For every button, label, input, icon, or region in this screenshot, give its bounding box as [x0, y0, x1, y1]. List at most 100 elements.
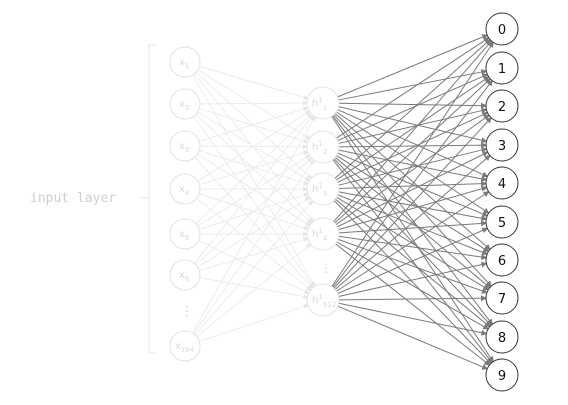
edge-input-3-hidden-1 [199, 106, 309, 143]
output-layer-nodes: 0 1 2 3 4 5 6 7 8 9 [485, 12, 519, 392]
edge-hidden-1-output-5 [336, 111, 490, 214]
edge-hidden-3-output-6 [337, 194, 489, 256]
input-node-label: x1 [179, 57, 189, 70]
edge-hidden-5-output-2 [333, 117, 492, 289]
edge-hidden-5-output-1 [332, 79, 493, 288]
output-node-circle [485, 12, 519, 46]
input-node-label: x5 [179, 229, 189, 242]
edge-hidden-3-output-7 [336, 196, 490, 291]
edge-hidden-5-output-5 [337, 227, 489, 295]
edge-input-7-hidden-5 [199, 303, 309, 342]
edge-hidden-5-output-3 [334, 154, 491, 290]
hidden-node-2: h12 [306, 130, 340, 164]
input-node-circle [169, 330, 201, 362]
edge-hidden-3-output-8 [335, 198, 491, 328]
output-node-circle [485, 243, 519, 277]
output-node-4: 4 [485, 166, 519, 200]
output-node-0: 0 [485, 12, 519, 46]
output-node-2: 2 [485, 89, 519, 123]
output-node-circle [485, 166, 519, 200]
edge-hidden-1-output-7 [333, 114, 492, 287]
edge-hidden-3-output-1 [335, 76, 490, 181]
input-node-label: x6 [179, 270, 190, 283]
output-node-label: 5 [498, 216, 506, 231]
input-node-label: x2 [179, 99, 189, 112]
input-node-circle [169, 46, 201, 78]
edge-input-2-hidden-5 [193, 115, 315, 288]
edge-hidden-4-output-1 [334, 78, 492, 224]
output-node-7: 7 [485, 281, 519, 315]
edge-input-5-hidden-1 [195, 113, 313, 225]
input-node-circle [169, 218, 201, 250]
edge-input-7-hidden-4 [196, 243, 312, 337]
output-node-label: 7 [498, 292, 506, 307]
edge-input-6-hidden-2 [195, 157, 313, 266]
edge-input-5-hidden-2 [197, 154, 311, 227]
output-node-label: 3 [498, 139, 506, 154]
input-node-label: x4 [179, 184, 190, 197]
edge-hidden-5-output-9 [337, 305, 489, 370]
edge-input-1-hidden-1 [199, 65, 309, 100]
edge-hidden-4-output-5 [338, 220, 488, 234]
input-layer-label: input layer [30, 191, 116, 206]
edge-hidden-3-output-0 [334, 38, 491, 179]
output-node-label: 4 [498, 177, 506, 192]
input-node-label: x3 [179, 141, 189, 154]
edge-input-4-hidden-2 [199, 150, 309, 186]
input-node-2: x2 [169, 88, 201, 120]
output-node-circle [485, 89, 519, 123]
edge-hidden-4-output-8 [336, 241, 489, 330]
input-node-circle [169, 259, 201, 291]
input-node-6: x6 [169, 259, 201, 291]
edge-hidden-4-output-4 [338, 185, 488, 231]
edge-hidden-4-output-3 [337, 151, 489, 228]
edge-hidden-5-output-8 [338, 302, 488, 336]
edge-hidden-1-output-8 [332, 115, 493, 326]
input-node-5: x5 [169, 218, 201, 250]
edge-hidden-2-output-0 [336, 37, 490, 139]
edge-hidden-1-output-6 [334, 113, 491, 251]
input-node-3: x3 [169, 130, 201, 162]
edge-input-6-hidden-5 [199, 277, 309, 299]
output-node-label: 1 [498, 62, 506, 77]
edge-hidden-2-output-2 [338, 107, 488, 144]
input-layer-bracket [148, 44, 156, 354]
edge-hidden-2-output-1 [337, 73, 489, 141]
edge-input-4-hidden-1 [197, 110, 311, 182]
input-node-circle [169, 88, 201, 120]
output-node-label: 2 [498, 100, 506, 115]
edge-hidden-5-output-0 [331, 41, 494, 287]
edge-hidden-1-output-3 [338, 106, 488, 144]
edge-input-7-hidden-1 [191, 116, 316, 334]
hidden-node-circle [306, 217, 340, 251]
input-node-4: x4 [169, 173, 201, 205]
hidden-node-1: h11 [306, 86, 340, 120]
output-node-label: 9 [498, 369, 506, 384]
edge-hidden-5-output-7 [338, 295, 488, 302]
edge-hidden-3-output-3 [338, 147, 488, 186]
output-node-6: 6 [485, 243, 519, 277]
output-node-9: 9 [485, 358, 519, 392]
hidden-node-512: h1512 [306, 283, 340, 317]
edge-input-3-hidden-3 [199, 149, 309, 186]
input-to-hidden-edges [191, 65, 316, 342]
output-node-8: 8 [485, 320, 519, 354]
input-node-circle [169, 130, 201, 162]
edge-hidden-3-output-9 [333, 200, 492, 365]
output-node-label: 0 [498, 23, 506, 38]
edge-hidden-5-output-4 [336, 191, 490, 292]
output-node-label: 6 [498, 254, 506, 269]
output-node-circle [485, 281, 519, 315]
input-ellipsis: ⋮ [181, 304, 193, 318]
output-node-circle [485, 128, 519, 162]
edge-hidden-4-output-9 [335, 243, 491, 366]
edge-input-6-hidden-1 [193, 114, 314, 264]
edge-input-5-hidden-5 [198, 240, 310, 294]
output-node-circle [485, 320, 519, 354]
output-node-3: 3 [485, 128, 519, 162]
edge-input-7-hidden-2 [193, 159, 315, 334]
edge-input-2-hidden-1 [199, 100, 309, 106]
edge-input-6-hidden-3 [197, 196, 311, 268]
output-node-5: 5 [485, 205, 519, 239]
